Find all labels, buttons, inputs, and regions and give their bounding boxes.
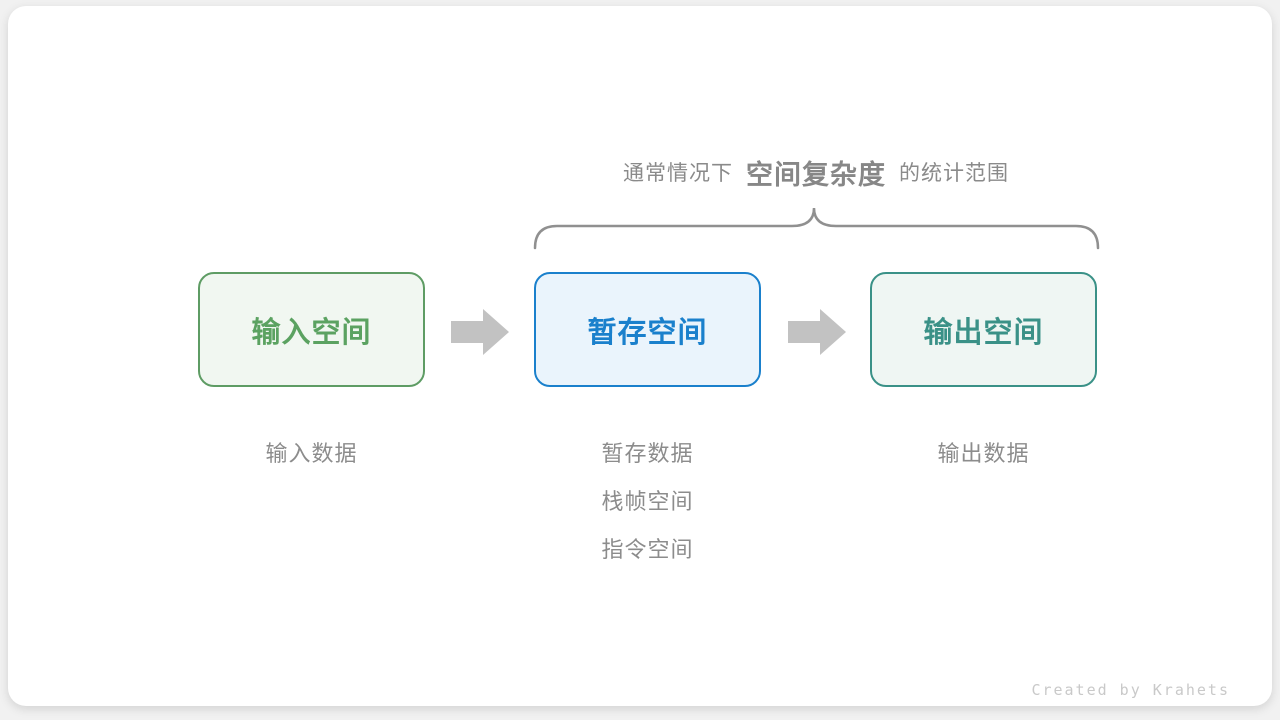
curly-brace-icon [533,207,1100,250]
scope-title-prefix: 通常情况下 [623,162,733,185]
arrow-right-icon [451,309,509,355]
output-sublabels: 输出数据 [870,430,1097,478]
output-space-box: 输出空间 [870,272,1097,387]
scope-title-highlight: 空间复杂度 [746,159,886,190]
sublabel-input-data: 输入数据 [265,441,358,466]
scope-title: 通常情况下 空间复杂度 的统计范围 [508,152,1124,192]
temp-space-label: 暂存空间 [587,316,708,349]
sublabel-output-data: 输出数据 [937,441,1030,466]
sublabel-temp-data: 暂存数据 [601,441,694,466]
sublabel-instruction-space: 指令空间 [601,537,694,562]
input-space-box: 输入空间 [198,272,425,387]
input-space-label: 输入空间 [251,316,372,349]
temp-space-box: 暂存空间 [534,272,761,387]
input-sublabels: 输入数据 [198,430,425,478]
watermark-credit: Created by Krahets [1031,681,1230,699]
scope-title-suffix: 的统计范围 [899,162,1009,185]
output-space-label: 输出空间 [923,316,1044,349]
diagram-card: 通常情况下 空间复杂度 的统计范围 输入空间 暂存空间 输出空间 输入数据 暂存… [8,6,1272,706]
temp-sublabels: 暂存数据 栈帧空间 指令空间 [534,430,761,574]
arrow-right-icon [788,309,846,355]
sublabel-stack-frame-space: 栈帧空间 [601,489,694,514]
